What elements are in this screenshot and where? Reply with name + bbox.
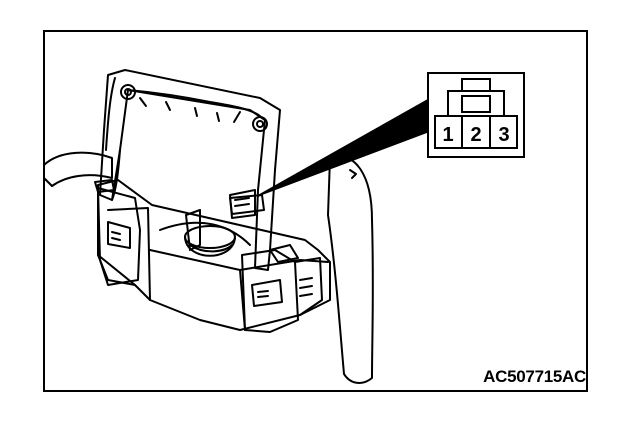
pin-1-label: 1 <box>442 124 453 146</box>
bezel-hole-left <box>120 84 136 100</box>
clock-spring-connector <box>185 209 201 251</box>
figure-frame <box>43 30 588 392</box>
harness-connector <box>229 194 265 215</box>
right-paddle <box>327 155 374 384</box>
right-switch-module <box>241 249 299 333</box>
center-bore <box>184 225 236 249</box>
bezel-frame <box>99 69 281 271</box>
left-switch-module <box>97 187 141 286</box>
pin-3-label: 3 <box>498 124 509 146</box>
bezel-hole-right <box>252 116 268 132</box>
figure-code: AC507715AC <box>483 367 586 386</box>
connector-detail: 1 2 3 <box>427 72 525 158</box>
left-wheel-arm <box>43 151 113 187</box>
pin-2-label: 2 <box>470 124 481 146</box>
